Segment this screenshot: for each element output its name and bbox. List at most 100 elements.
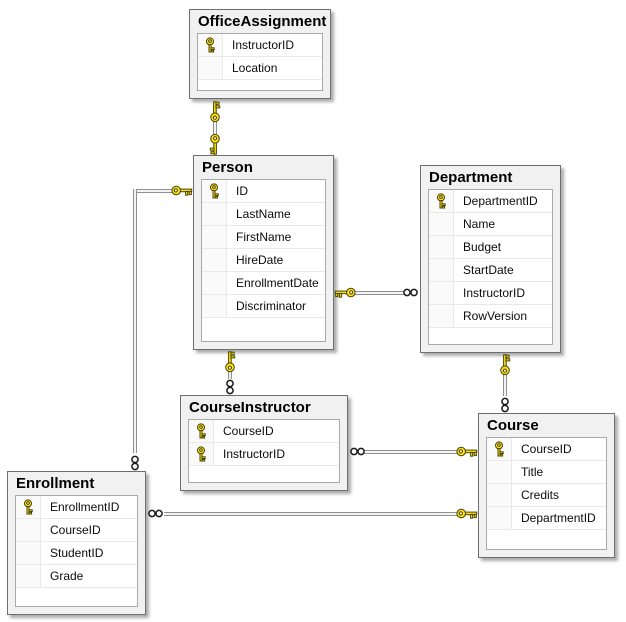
table-course-instructor[interactable]: CourseInstructor CourseID InstructorID (180, 395, 348, 491)
table-row[interactable]: Title (487, 461, 606, 484)
table-row[interactable]: FirstName (202, 226, 325, 249)
table-row[interactable]: StartDate (429, 259, 552, 282)
table-columns-grid: EnrollmentID CourseID StudentID Grade (15, 495, 138, 607)
empty-icon-cell (487, 507, 512, 529)
table-row[interactable]: Discriminator (202, 295, 325, 318)
relation-line-person-courseinstructor[interactable] (228, 369, 232, 379)
table-title-office-assignment[interactable]: OfficeAssignment (198, 13, 327, 30)
column-name: StartDate (463, 263, 514, 277)
column-name: CourseID (223, 424, 274, 438)
table-row[interactable]: CourseID (487, 438, 606, 461)
table-row[interactable]: InstructorID (429, 282, 552, 305)
table-row[interactable]: Credits (487, 484, 606, 507)
column-name: EnrollmentDate (236, 276, 319, 290)
relation-line-course-enrollment[interactable] (164, 512, 459, 516)
column-name: Location (232, 61, 278, 75)
relation-line-person-enrollment[interactable] (133, 189, 137, 453)
primary-key-cell (202, 180, 227, 202)
primary-key-icon (437, 192, 446, 208)
table-row[interactable]: EnrollmentID (16, 496, 137, 519)
table-row[interactable]: Name (429, 213, 552, 236)
empty-icon-cell (429, 213, 454, 235)
primary-key-cell (487, 438, 512, 460)
infinity-many-icon (500, 395, 509, 413)
relation-line-course-courseinstructor[interactable] (364, 450, 459, 454)
table-row[interactable]: DepartmentID (487, 507, 606, 530)
empty-icon-cell (429, 259, 454, 281)
empty-icon-cell (202, 203, 227, 225)
column-name: ID (236, 184, 248, 198)
key-one-icon (209, 133, 220, 155)
column-name: DepartmentID (521, 511, 596, 525)
table-row[interactable]: Location (198, 57, 322, 80)
column-name: EnrollmentID (50, 500, 120, 514)
table-row[interactable]: InstructorID (189, 443, 339, 466)
key-one-icon (499, 353, 510, 375)
column-name: LastName (236, 207, 291, 221)
column-name: CourseID (521, 442, 572, 456)
empty-icon-cell (429, 282, 454, 304)
table-columns-grid: InstructorID Location (197, 33, 323, 91)
column-name: HireDate (236, 253, 284, 267)
table-row[interactable]: InstructorID (198, 34, 322, 57)
column-name: Discriminator (236, 299, 307, 313)
key-one-icon (334, 287, 356, 298)
empty-icon-cell (16, 542, 41, 564)
key-one-icon (171, 185, 193, 196)
primary-key-cell (189, 420, 214, 442)
table-enrollment[interactable]: Enrollment EnrollmentID CourseID StudentID… (7, 471, 146, 615)
empty-icon-cell (16, 565, 41, 587)
primary-key-icon (210, 182, 219, 198)
empty-icon-cell (202, 272, 227, 294)
table-title-person[interactable]: Person (202, 159, 253, 176)
empty-icon-cell (202, 295, 227, 317)
key-one-icon (224, 350, 235, 372)
primary-key-icon (495, 440, 504, 456)
empty-icon-cell (198, 57, 223, 79)
empty-icon-cell (16, 519, 41, 541)
table-row[interactable]: HireDate (202, 249, 325, 272)
column-name: RowVersion (463, 309, 528, 323)
column-name: Credits (521, 488, 560, 502)
table-title-course[interactable]: Course (487, 417, 539, 434)
infinity-many-icon (147, 509, 165, 518)
primary-key-cell (16, 496, 41, 518)
empty-icon-cell (429, 305, 454, 327)
primary-key-icon (24, 498, 33, 514)
table-row[interactable]: EnrollmentDate (202, 272, 325, 295)
table-row[interactable]: Budget (429, 236, 552, 259)
key-one-icon (456, 446, 478, 457)
column-name: StudentID (50, 546, 104, 560)
infinity-many-icon (130, 453, 139, 471)
relation-line-department-course[interactable] (503, 373, 507, 396)
key-one-icon (209, 100, 220, 122)
table-row[interactable]: DepartmentID (429, 190, 552, 213)
column-name: FirstName (236, 230, 292, 244)
table-row[interactable]: RowVersion (429, 305, 552, 328)
table-title-enrollment[interactable]: Enrollment (16, 475, 95, 492)
table-title-course-instructor[interactable]: CourseInstructor (189, 399, 311, 416)
table-row[interactable]: CourseID (189, 420, 339, 443)
table-row[interactable]: CourseID (16, 519, 137, 542)
infinity-many-icon (225, 377, 234, 395)
table-row[interactable]: Grade (16, 565, 137, 588)
table-title-department[interactable]: Department (429, 169, 513, 186)
relation-line-person-enrollment[interactable] (133, 189, 174, 193)
column-name: Title (521, 465, 544, 479)
table-row[interactable]: ID (202, 180, 325, 203)
table-office-assignment[interactable]: OfficeAssignment InstructorID Location (189, 9, 331, 99)
relation-line-officeassignment-person[interactable] (213, 118, 217, 135)
column-name: Grade (50, 569, 84, 583)
column-name: DepartmentID (463, 194, 538, 208)
table-row[interactable]: LastName (202, 203, 325, 226)
relation-line-person-department[interactable] (353, 291, 405, 295)
table-row[interactable]: StudentID (16, 542, 137, 565)
primary-key-icon (197, 422, 206, 438)
